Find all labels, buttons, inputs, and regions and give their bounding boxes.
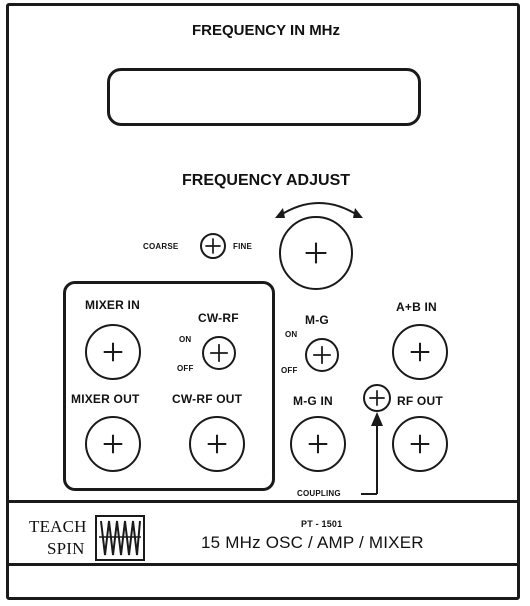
mixer-in-label: MIXER IN — [85, 298, 140, 312]
teachspin-logo-icon — [95, 515, 145, 561]
brand-line-2: SPIN — [47, 539, 85, 558]
model-number: PT - 1501 — [301, 519, 343, 529]
coupling-switch[interactable] — [363, 384, 391, 412]
rf-out-label: RF OUT — [397, 394, 443, 408]
cwrf-switch[interactable] — [202, 336, 236, 370]
rotate-arrow-icon — [275, 202, 363, 218]
frequency-adjust-title: FREQUENCY ADJUST — [181, 172, 351, 189]
frequency-adjust-knob[interactable] — [279, 216, 353, 290]
frequency-title: FREQUENCY IN MHz — [191, 22, 341, 39]
mg-switch[interactable] — [305, 338, 339, 372]
mg-label: M-G — [305, 313, 329, 327]
mg-off-label: OFF — [281, 366, 298, 375]
device-description: 15 MHz OSC / AMP / MIXER — [201, 533, 424, 552]
coarse-label: COARSE — [143, 242, 179, 251]
coarse-fine-switch[interactable] — [200, 233, 226, 259]
ab-in-label: A+B IN — [396, 300, 437, 314]
rf-out-jack[interactable] — [392, 416, 448, 472]
mixer-out-jack[interactable] — [85, 416, 141, 472]
footer-strip: TEACH SPIN PT - 1501 15 MHz OSC / AMP / … — [9, 500, 517, 566]
instrument-panel: FREQUENCY IN MHz FREQUENCY ADJUST COARSE… — [6, 3, 520, 600]
ab-in-jack[interactable] — [392, 324, 448, 380]
coupling-label: COUPLING — [297, 489, 341, 498]
cwrf-off-label: OFF — [177, 364, 194, 373]
mg-on-label: ON — [285, 330, 298, 339]
frequency-display — [107, 68, 421, 126]
cwrf-out-label: CW-RF OUT — [172, 392, 243, 406]
mg-in-label: M-G IN — [293, 394, 333, 408]
brand-line-1: TEACH — [29, 517, 87, 536]
mixer-in-jack[interactable] — [85, 324, 141, 380]
coupling-arrow-icon — [361, 412, 383, 495]
mixer-group — [63, 281, 275, 491]
cwrf-label: CW-RF — [198, 311, 239, 325]
cwrf-on-label: ON — [179, 335, 192, 344]
mixer-out-label: MIXER OUT — [71, 392, 140, 406]
cwrf-out-jack[interactable] — [189, 416, 245, 472]
mg-in-jack[interactable] — [290, 416, 346, 472]
fine-label: FINE — [233, 242, 253, 251]
